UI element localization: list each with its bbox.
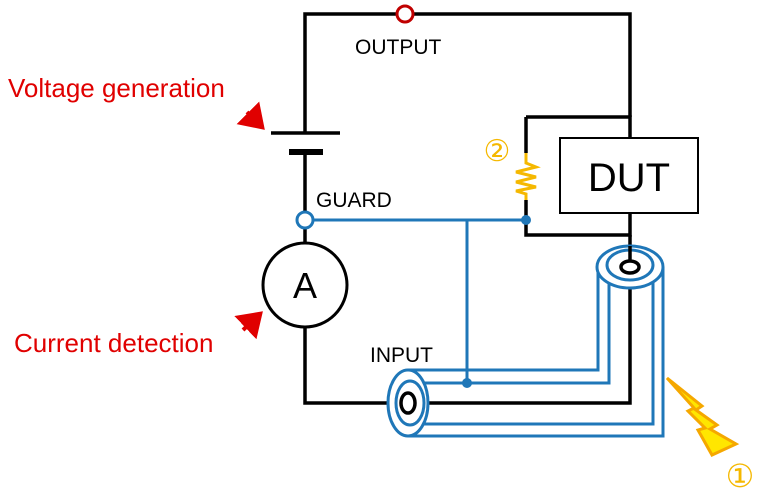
dut-label: DUT xyxy=(588,156,670,200)
guard-junction xyxy=(521,215,531,225)
lightning-noise-icon xyxy=(665,376,740,457)
marker-1: ① xyxy=(726,458,755,494)
current-detection-label: Current detection xyxy=(14,328,213,358)
triax-cable xyxy=(386,244,665,438)
input-connector xyxy=(399,391,417,415)
ammeter xyxy=(261,241,349,329)
dut-connector xyxy=(619,259,641,275)
ammeter-label: A xyxy=(293,265,317,306)
output-terminal xyxy=(395,4,415,24)
output-wire xyxy=(303,12,632,133)
ammeter-input-wire xyxy=(303,327,398,405)
input-label: INPUT xyxy=(370,344,433,367)
guard-label: GUARD xyxy=(316,189,392,212)
dut-box xyxy=(559,137,699,214)
leakage-resistor-icon xyxy=(515,153,541,200)
guard-wire xyxy=(313,218,526,383)
marker-2: ② xyxy=(484,135,511,168)
output-label: OUTPUT xyxy=(355,36,442,59)
current-arrow-icon xyxy=(234,311,263,340)
dut-top-wire xyxy=(526,115,632,138)
voltage-generation-label: Voltage generation xyxy=(8,73,225,103)
circuit-wires xyxy=(303,12,632,405)
voltage-arrow-icon xyxy=(236,101,265,130)
guard-terminal xyxy=(295,210,315,230)
